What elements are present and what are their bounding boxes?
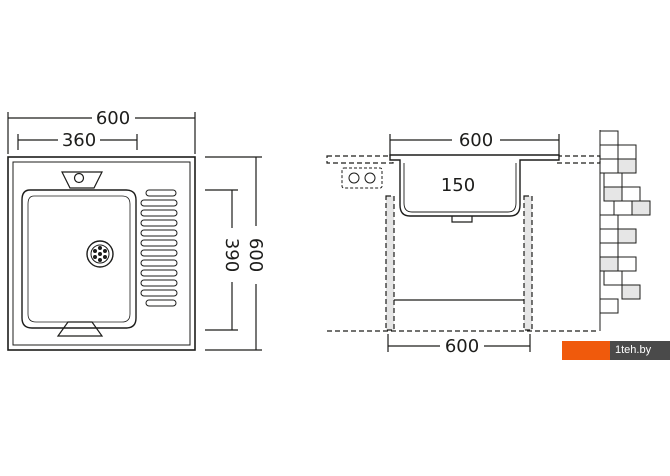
drain-outlet [451, 216, 473, 223]
cabinet-width-label: 600 [445, 336, 479, 357]
sink-outer-rim [7, 156, 196, 351]
side-view [326, 130, 651, 352]
overall-width-label: 600 [96, 108, 130, 129]
overall-width-dimension [7, 112, 196, 154]
sink-bowl [21, 189, 137, 329]
top-view [7, 112, 262, 351]
countertop-right [556, 155, 601, 164]
countertop-left [326, 155, 394, 164]
overall-depth-label: 600 [245, 238, 266, 272]
cabinet-width-dimension [387, 334, 531, 352]
overflow-holes [341, 167, 383, 189]
sink-inner-rim [12, 161, 191, 346]
watermark-accent [562, 341, 610, 360]
brick-wall [599, 130, 651, 331]
sink-top-width-dimension [389, 134, 560, 156]
watermark-text: 1teh.by [610, 341, 670, 360]
drainer-ribs [140, 189, 178, 307]
bowl-depth-dimension [205, 189, 238, 331]
overall-depth-dimension [205, 156, 262, 351]
bowl-height-label: 150 [441, 175, 475, 196]
drain-icon [86, 240, 114, 268]
bowl-width-label: 360 [62, 130, 96, 151]
bowl-width-dimension [17, 134, 138, 150]
cabinet-walls [385, 195, 533, 331]
sink-side-profile [389, 154, 560, 217]
bowl-depth-label: 390 [221, 238, 242, 272]
tap-hole [73, 172, 85, 184]
overflow-bottom [56, 321, 104, 337]
sink-top-width-label: 600 [459, 130, 493, 151]
overflow-top [61, 171, 103, 189]
watermark: 1teh.by [562, 341, 670, 360]
